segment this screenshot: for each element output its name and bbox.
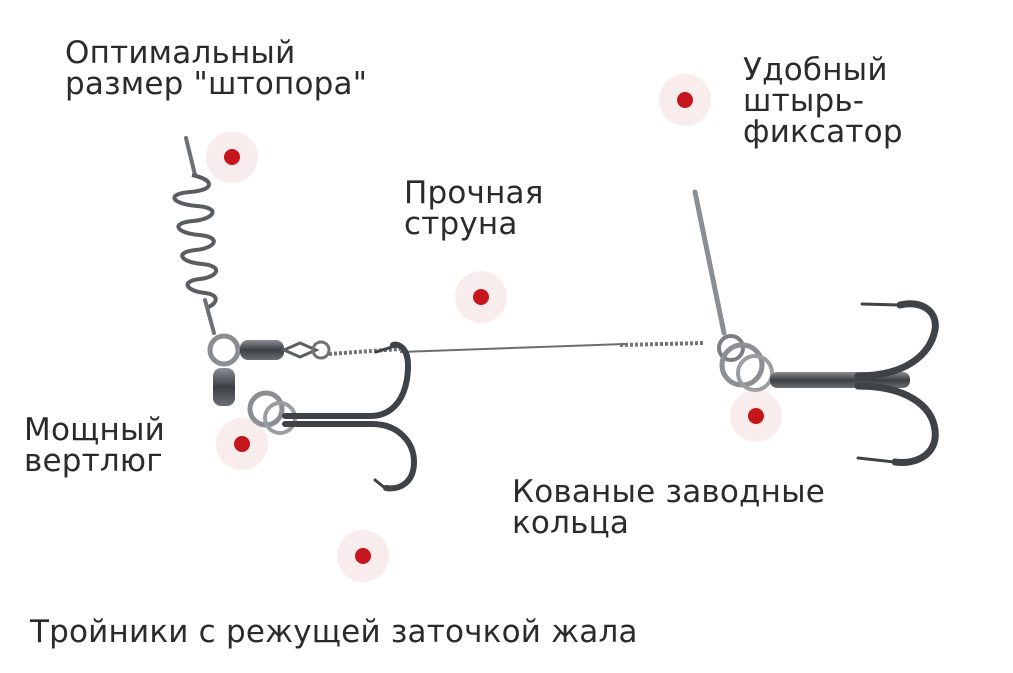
twisted-wire-left [328,347,401,356]
twisted-wire-right [619,341,706,347]
left-treble-hook [282,341,418,492]
label-pin: Удобный штырь- фиксатор [743,52,903,150]
forged-split-rings [717,334,774,392]
marker-rings [730,390,782,442]
marker-pin [659,74,711,126]
label-trebles: Тройники с режущей заточкой жала [30,614,638,650]
fixing-pin [692,189,727,336]
marker-string [455,271,507,323]
marker-trebles [337,530,389,582]
main-string [399,343,626,353]
marker-swivel [216,418,268,470]
label-swivel: Мощный вертлюг [24,412,166,479]
marker-corkscrew [206,131,258,183]
right-treble-hook [770,300,939,467]
corkscrew [172,136,218,335]
label-string: Прочная струна [404,175,544,242]
label-corkscrew: Оптимальный размер "штопора" [65,35,368,102]
swivel [207,333,331,435]
label-rings: Кованые заводные кольца [512,474,826,541]
